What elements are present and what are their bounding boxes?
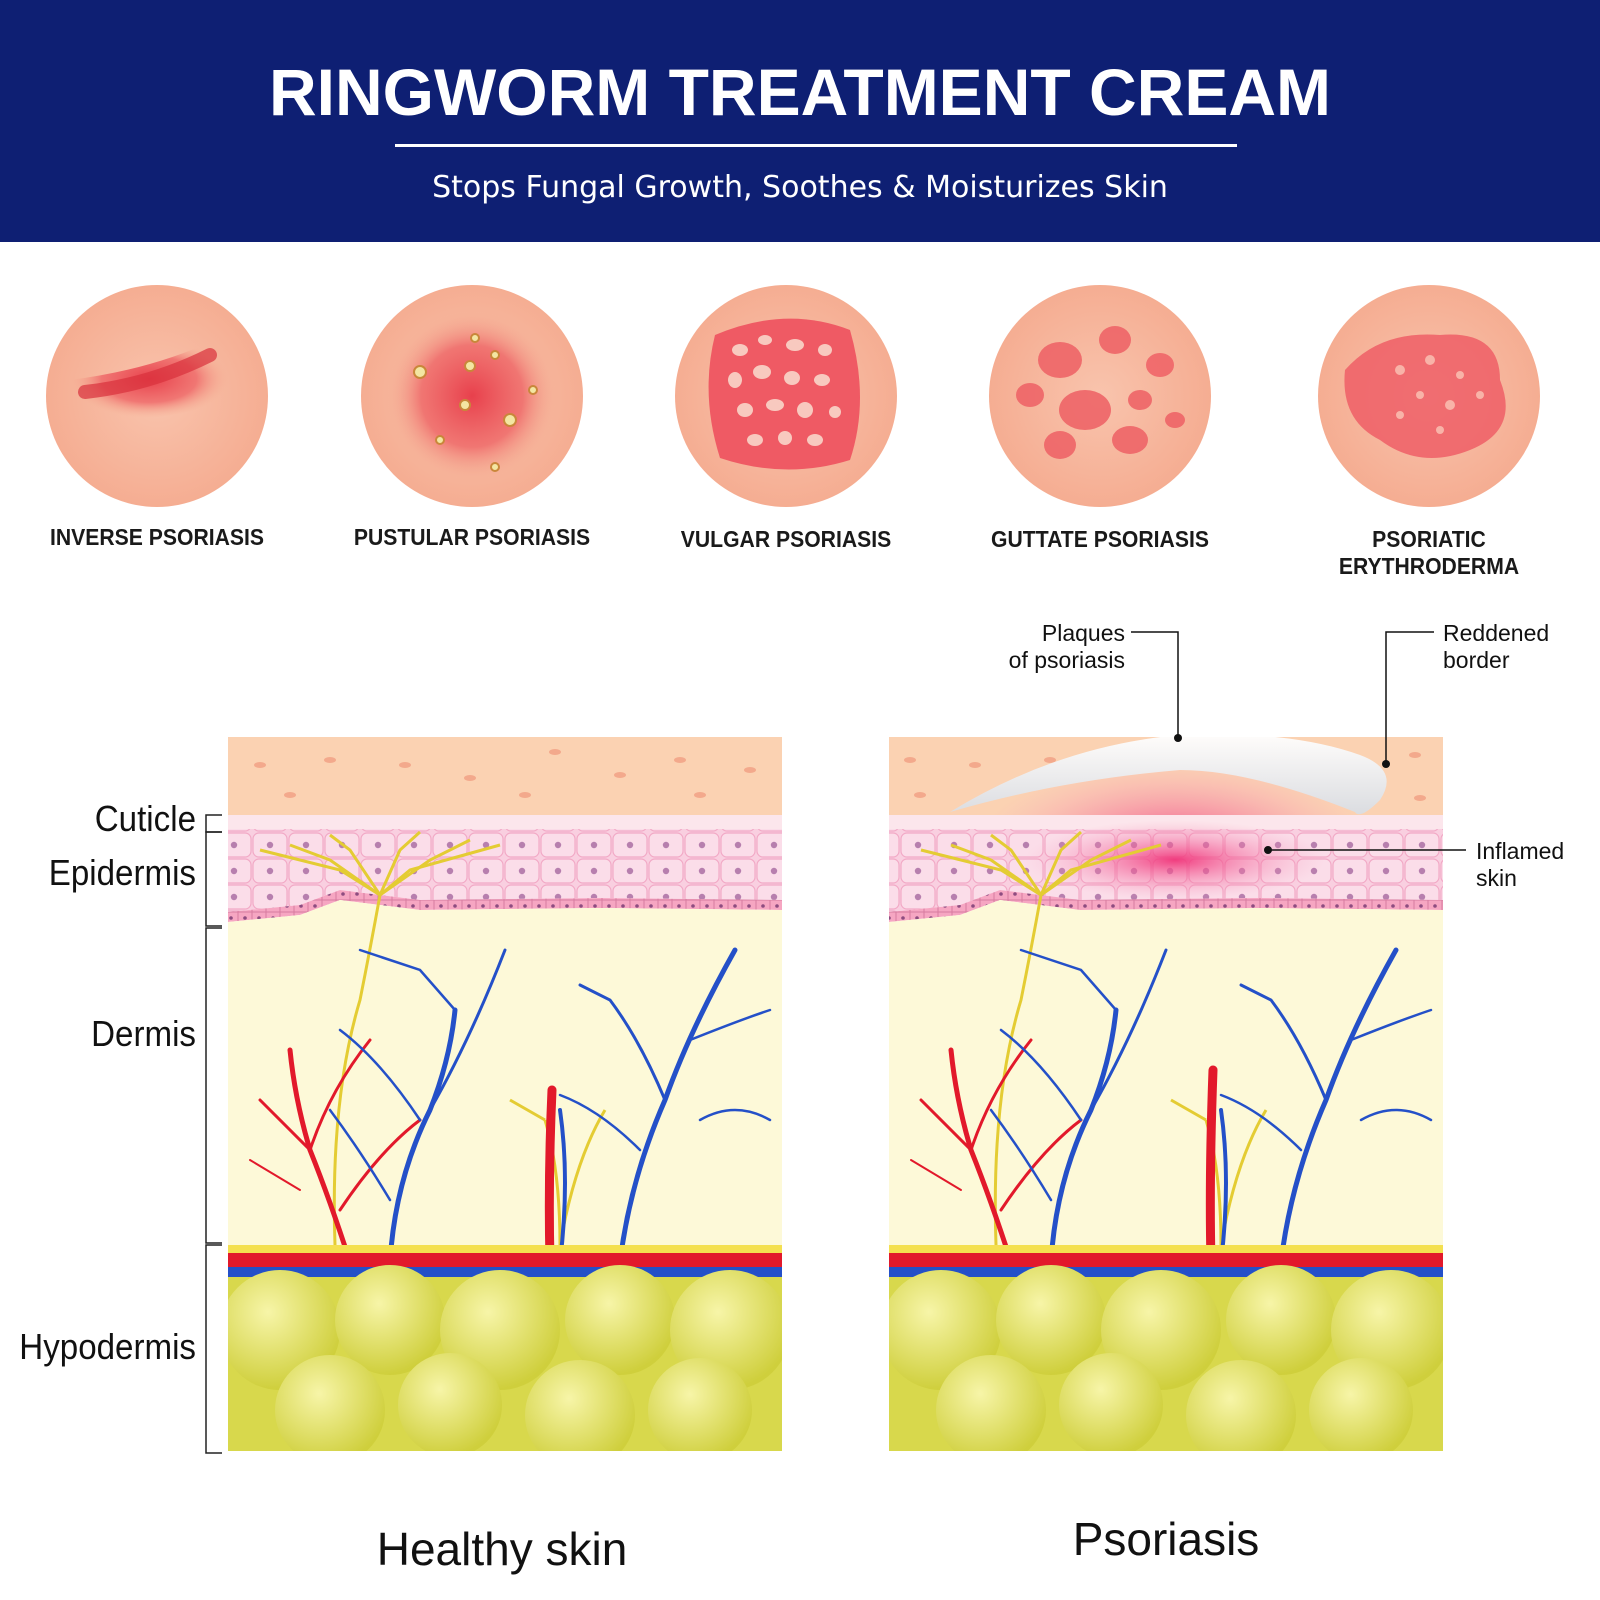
condition-circle-guttate [989, 285, 1211, 507]
caption-healthy-skin: Healthy skin [376, 1523, 628, 1575]
condition-circle-vulgar [675, 285, 897, 507]
condition-circle-pustular [361, 285, 583, 507]
layer-label-dermis: Dermis [91, 1013, 196, 1054]
page-subtitle: Stops Fungal Growth, Soothes & Moisturiz… [432, 170, 1168, 205]
callout-reddened-border: Reddened border [1443, 620, 1550, 673]
psoriasis-skin-diagram [889, 737, 1443, 1451]
title-divider [395, 144, 1237, 147]
callout-plaques: Plaques of psoriasis [1008, 620, 1125, 673]
condition-circle-erythroderma [1318, 285, 1540, 507]
healthy-skin-diagram [228, 737, 782, 1451]
condition-label-pustular: PUSTULAR PSORIASIS [353, 524, 591, 550]
header-banner: RINGWORM TREATMENT CREAM Stops Fungal Gr… [0, 0, 1600, 242]
callout-dots [1174, 734, 1390, 854]
condition-label-vulgar: VULGAR PSORIASIS [680, 526, 892, 552]
layer-label-hypodermis: Hypodermis [19, 1326, 197, 1367]
layer-label-cuticle: Cuticle [94, 798, 196, 839]
callout-leaders [1131, 631, 1466, 851]
layer-label-epidermis: Epidermis [48, 852, 196, 893]
condition-label-erythroderma: PSORIATIC ERYTHRODERMA [1338, 526, 1520, 579]
callout-inflamed-skin: Inflamed skin [1476, 838, 1565, 891]
page-title: RINGWORM TREATMENT CREAM [269, 55, 1331, 129]
condition-circle-inverse [46, 285, 268, 507]
caption-psoriasis: Psoriasis [1072, 1513, 1260, 1565]
condition-label-guttate: GUTTATE PSORIASIS [991, 526, 1209, 552]
layer-brackets [205, 814, 222, 1454]
condition-label-inverse: INVERSE PSORIASIS [49, 524, 265, 550]
